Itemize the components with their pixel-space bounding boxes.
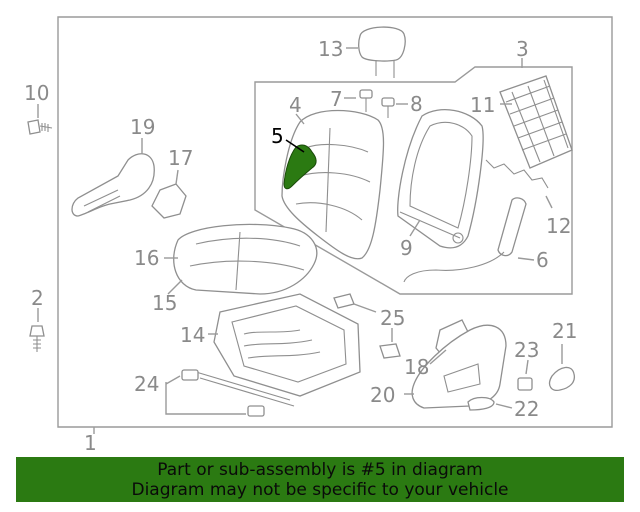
knob-part-22: [467, 396, 495, 411]
label-6: 6: [536, 248, 549, 272]
label-25: 25: [380, 306, 405, 330]
label-20: 20: [370, 383, 395, 407]
label-24: 24: [134, 372, 159, 396]
label-3: 3: [516, 37, 529, 61]
label-7: 7: [330, 87, 343, 111]
leader-lines: [37, 47, 563, 434]
info-banner: Part or sub-assembly is #5 in diagram Di…: [16, 457, 624, 502]
bolt-part-10: [27, 119, 53, 135]
clip-part-24a: [181, 369, 199, 381]
wire-part-12: [485, 159, 549, 189]
side-cover-part: [411, 324, 507, 409]
clip-part-24b: [247, 405, 265, 417]
seatback-subframe: [254, 66, 573, 295]
label-16: 16: [134, 246, 159, 270]
label-21: 21: [552, 319, 577, 343]
outer-frame: [57, 16, 613, 428]
side-shield-part-19: [71, 153, 155, 217]
label-8: 8: [410, 92, 423, 116]
lumbar-spring-part: [499, 75, 573, 169]
seat-cushion-part: [173, 223, 318, 295]
label-15: 15: [152, 291, 177, 315]
label-11: 11: [470, 93, 495, 117]
label-17: 17: [168, 146, 193, 170]
label-19: 19: [130, 115, 155, 139]
label-2: 2: [31, 286, 44, 310]
label-4: 4: [289, 93, 302, 117]
clip-part-25b: [379, 343, 401, 359]
headrest-part: [358, 26, 406, 78]
side-airbag-part: [403, 197, 527, 283]
label-14: 14: [180, 323, 205, 347]
label-9: 9: [400, 236, 413, 260]
knob-part-21: [548, 366, 576, 392]
clip-part-25a: [333, 293, 355, 309]
label-1: 1: [84, 431, 97, 455]
clip-part-7: [359, 89, 373, 112]
banner-line-2: Diagram may not be specific to your vehi…: [131, 480, 509, 500]
leader-5: [285, 139, 305, 153]
label-12: 12: [546, 214, 571, 238]
cushion-frame-part: [195, 293, 361, 407]
banner-line-1: Part or sub-assembly is #5 in diagram: [157, 460, 483, 480]
label-18: 18: [404, 355, 429, 379]
clip-part-8: [381, 97, 395, 118]
label-23: 23: [514, 338, 539, 362]
bracket-part-17: [151, 183, 187, 219]
bolt-part-2: [29, 325, 45, 352]
label-5: 5: [271, 124, 284, 148]
label-13: 13: [318, 37, 343, 61]
label-10: 10: [24, 81, 49, 105]
label-22: 22: [514, 397, 539, 421]
seatback-frame-part: [397, 109, 484, 249]
highlighted-part-5: [283, 144, 317, 190]
cap-part-23: [517, 377, 533, 391]
